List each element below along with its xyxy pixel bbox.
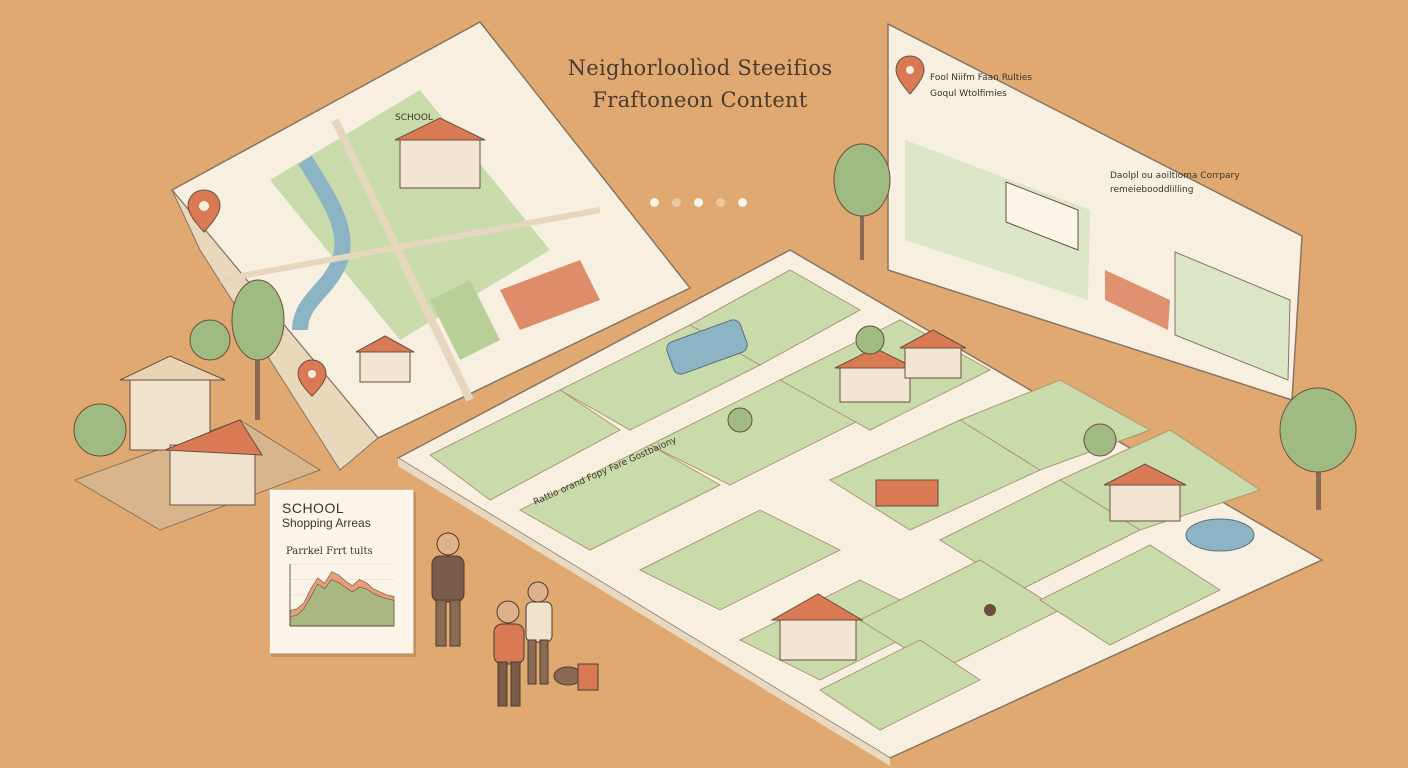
left-map-school-label: SCHOOL — [395, 113, 433, 123]
carousel-dot[interactable] — [716, 198, 725, 207]
house-right — [1103, 463, 1187, 522]
house-lower — [770, 593, 864, 661]
right-panel-text-2: remeiebooddlilling — [1110, 185, 1193, 195]
person-with-child — [493, 581, 599, 707]
tree-right-edge — [1279, 387, 1357, 510]
title-line-2: Fraftoneon Content — [592, 88, 808, 112]
info-card-title: SCHOOL — [282, 500, 345, 516]
chart-area-series-1 — [289, 579, 395, 627]
carousel-dot[interactable] — [738, 198, 747, 207]
right-content-panel: Fool Niifm Faan Rulties Goqul Wtolfimies… — [887, 22, 1303, 402]
left-paper-map: SCHOOL — [170, 21, 692, 471]
map-pin-icon — [187, 189, 221, 233]
info-card: SCHOOL Shopping Arreas Parrkel Frrt tult… — [269, 489, 414, 654]
info-card-subtitle: Shopping Arreas — [282, 516, 371, 530]
tree-center-top — [833, 143, 891, 260]
mini-area-chart — [289, 563, 395, 627]
center-map-board: Rattio orand Fopy Fare Gostbaiony — [396, 249, 1324, 766]
page-title: Neighorloolìod Steeifios Fraftoneon Cont… — [520, 52, 880, 116]
tree-left-large — [231, 279, 285, 420]
map-pin-icon — [895, 55, 925, 95]
carousel-dot[interactable] — [694, 198, 703, 207]
vehicle-blue — [666, 319, 748, 375]
right-panel-heading-2: Goqul Wtolfimies — [930, 89, 1007, 99]
school-building — [394, 117, 486, 189]
right-panel-heading-1: Fool Niifm Faan Rulties — [930, 73, 1032, 83]
house-cluster — [834, 329, 967, 403]
info-card-chart-title: Parrkel Frrt tults — [286, 546, 373, 557]
carousel-dots — [650, 198, 747, 207]
house-small — [355, 335, 415, 383]
person-standing — [431, 532, 465, 647]
carousel-dot[interactable] — [672, 198, 681, 207]
map-pin-icon — [297, 359, 327, 397]
title-line-1: Neighorloolìod Steeifios — [567, 56, 833, 80]
right-panel-text-1: Daolpl ou aoiltioma Corrpary — [1110, 171, 1240, 181]
carousel-dot[interactable] — [650, 198, 659, 207]
